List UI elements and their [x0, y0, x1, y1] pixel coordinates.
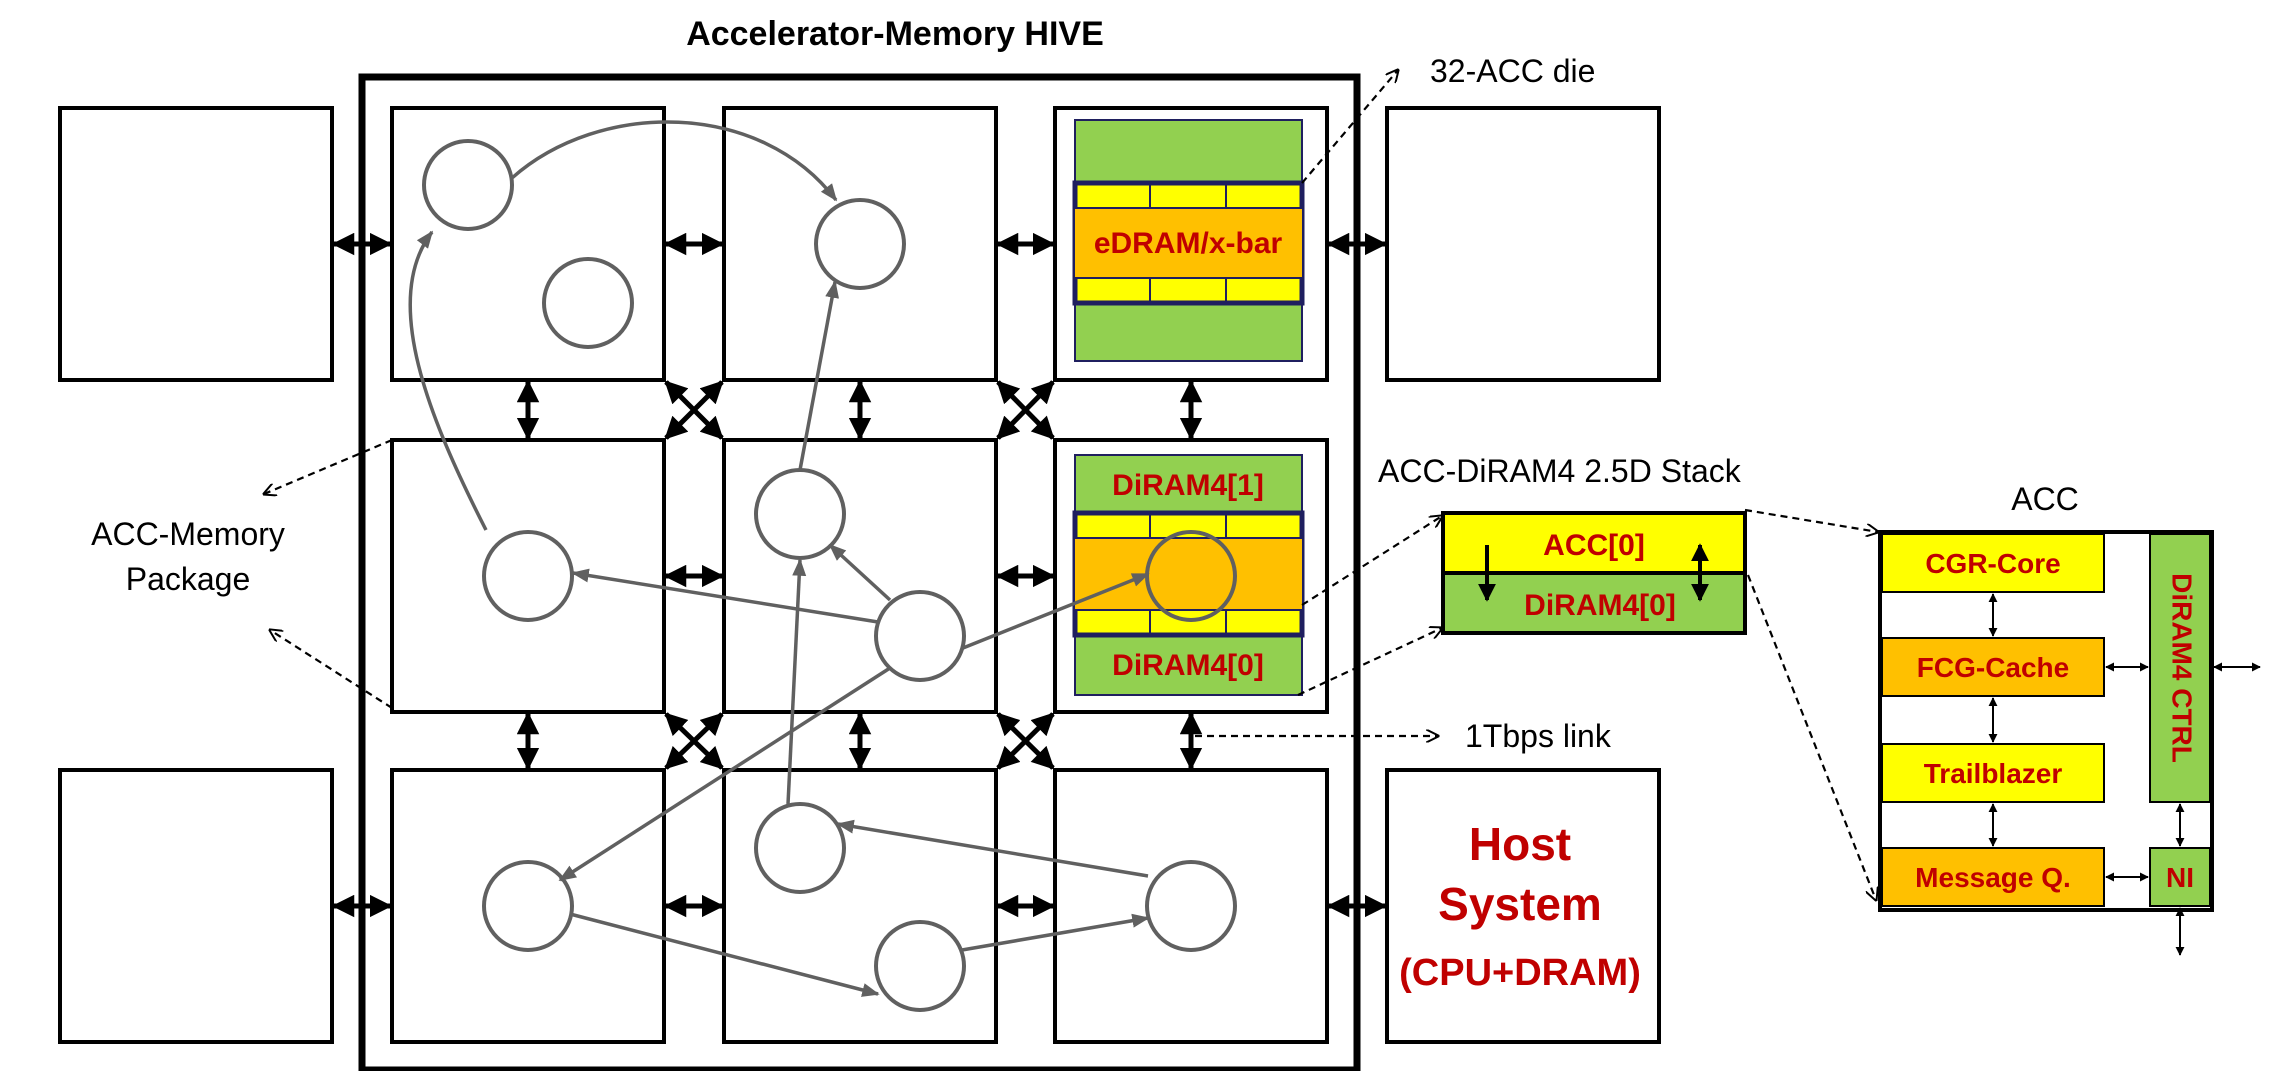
trailblazer-block: [1881, 743, 2105, 803]
task-node: [814, 198, 906, 290]
callout-arrows: [264, 70, 1878, 900]
task-node: [422, 139, 514, 231]
die-r1-c2: [722, 106, 998, 382]
stack-diram-label: DiRAM4[0]: [1524, 589, 1676, 622]
die-r3-c3: [1053, 768, 1329, 1044]
host-system-box: [1385, 768, 1661, 1044]
package-box-top-right: [1385, 106, 1661, 382]
host-line3: (CPU+DRAM): [1399, 952, 1641, 994]
package-label-line1: ACC-Memory: [91, 516, 285, 552]
diram-ctrl-label: DiRAM4 CTRL: [2167, 573, 2198, 763]
edram-die-detail: eDRAM/x-bar: [1072, 119, 1305, 362]
task-node: [542, 257, 634, 349]
message-q-block: [1881, 847, 2105, 907]
stack-label: ACC-DiRAM4 2.5D Stack: [1378, 453, 1742, 489]
die-label: 32-ACC die: [1430, 53, 1595, 89]
stack-acc-label: ACC[0]: [1543, 529, 1645, 562]
diram-die-detail: DiRAM4[1] DiRAM4[0]: [1072, 454, 1305, 696]
task-flow-arrows: [408, 120, 1150, 997]
package-box-bottom-left: [58, 768, 334, 1044]
horizontal-links: [331, 232, 1388, 918]
task-node: [482, 860, 574, 952]
diram-bottom-label: DiRAM4[0]: [1112, 649, 1264, 682]
die-r3-c1: [390, 768, 666, 1044]
diram-ctrl-block: [2149, 533, 2211, 803]
vertical-links: [516, 379, 1203, 771]
ni-block: [2149, 847, 2211, 907]
host-line2: System: [1438, 878, 1602, 930]
package-box-top-left: [58, 106, 334, 382]
task-node: [754, 802, 846, 894]
die-r3-c2: [722, 768, 998, 1044]
die-r2-c2: [722, 438, 998, 714]
host-line1: Host: [1469, 818, 1571, 870]
diagram-title: Accelerator-Memory HIVE: [686, 15, 1104, 53]
fcg-cache-label: FCG-Cache: [1917, 652, 2069, 683]
acc-label: ACC: [2011, 481, 2079, 517]
fcg-cache-block: [1881, 637, 2105, 697]
task-node: [1145, 860, 1237, 952]
die-r1-c1: [390, 106, 666, 382]
hive-frame: [358, 73, 1361, 1074]
task-node: [874, 920, 966, 1012]
diagonal-links: [664, 380, 1055, 770]
diram-top-label: DiRAM4[1]: [1112, 469, 1264, 502]
link-label: 1Tbps link: [1465, 718, 1612, 754]
message-q-label: Message Q.: [1915, 862, 2071, 893]
die-r2-c1: [390, 438, 666, 714]
acc-diram-stack: ACC[0] DiRAM4[0]: [1441, 511, 1747, 635]
package-label-line2: Package: [126, 561, 251, 597]
cgr-core-label: CGR-Core: [1925, 548, 2060, 579]
trailblazer-label: Trailblazer: [1924, 758, 2063, 789]
acc-detail: CGR-Core FCG-Cache Trailblazer Message Q…: [1878, 530, 2261, 956]
ni-label: NI: [2166, 862, 2194, 893]
task-node: [874, 590, 966, 682]
cgr-core-block: [1881, 533, 2105, 593]
edram-xbar-label: eDRAM/x-bar: [1094, 227, 1283, 260]
